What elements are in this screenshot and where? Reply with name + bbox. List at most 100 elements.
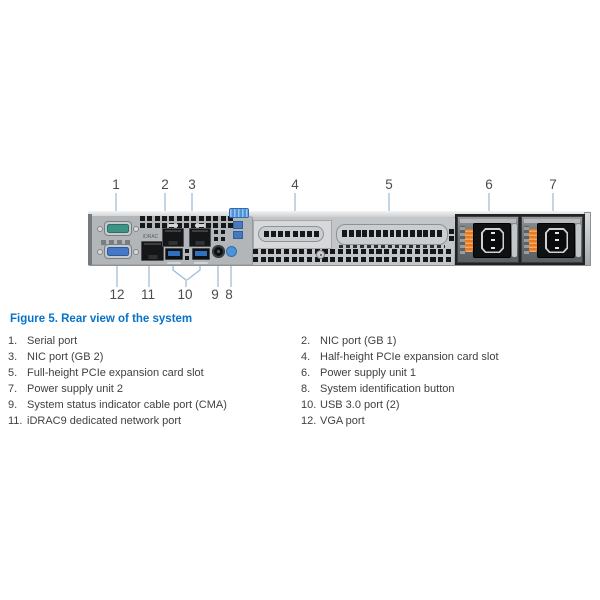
legend-label: VGA port xyxy=(320,415,365,427)
vent-grid xyxy=(185,249,189,260)
inlet-pin xyxy=(490,239,495,241)
vent-grid xyxy=(101,240,130,245)
legend-label: Power supply unit 1 xyxy=(320,367,416,379)
vent-dash-row xyxy=(339,245,445,248)
legend-num: 12. xyxy=(301,415,317,427)
callout-6: 6 xyxy=(485,177,493,192)
callout-9: 9 xyxy=(211,287,219,302)
power-inlet xyxy=(481,228,504,253)
legend-row: 1. Serial port xyxy=(8,333,298,349)
usb-label-mark xyxy=(167,262,181,264)
legend-label: USB 3.0 port (2) xyxy=(320,399,400,411)
usb-tongue xyxy=(195,251,207,256)
legend-label: iDRAC9 dedicated network port xyxy=(27,415,182,427)
riser-latch-tab xyxy=(233,231,243,239)
psu-top-strip xyxy=(460,219,516,223)
usb-tongue xyxy=(168,251,180,256)
screw-icon xyxy=(133,225,139,232)
status-indicator-port xyxy=(212,245,225,258)
inlet-pin xyxy=(490,247,495,249)
legend-row: 12.VGA port xyxy=(301,413,593,429)
psu-ridges xyxy=(524,226,529,254)
callout-7: 7 xyxy=(549,177,557,192)
legend-label: Serial port xyxy=(27,335,78,347)
screw-icon xyxy=(316,250,325,259)
legend-row: 8. System identification button xyxy=(301,381,593,397)
legend-num: 10. xyxy=(301,399,317,411)
callout-11: 11 xyxy=(140,287,156,302)
legend-label: Power supply unit 2 xyxy=(27,383,123,395)
legend-num: 9. xyxy=(8,399,18,411)
legend-label: NIC port (GB 2) xyxy=(27,351,104,363)
callout-3: 3 xyxy=(188,177,196,192)
idrac-port xyxy=(141,241,164,261)
legend-row: 9.System status indicator cable port (CM… xyxy=(8,397,298,413)
legend-label: Half-height PCIe expansion card slot xyxy=(320,351,499,363)
legend-num: 7. xyxy=(8,383,18,395)
inlet-pin xyxy=(554,239,559,241)
usb-label-mark xyxy=(194,262,208,264)
nic-port-2 xyxy=(162,228,184,247)
power-supply-unit-2 xyxy=(521,216,583,263)
riser-latch-tab xyxy=(233,221,243,229)
inlet-pin xyxy=(554,247,559,249)
psu-module xyxy=(473,223,511,258)
psu-top-strip xyxy=(524,219,580,223)
power-supply-unit-1 xyxy=(457,216,519,263)
inlet-pin xyxy=(554,232,559,234)
vga-port xyxy=(97,243,139,260)
callout-5: 5 xyxy=(385,177,393,192)
callout-8: 8 xyxy=(225,287,233,302)
callout-10: 10 xyxy=(177,287,193,302)
legend-label: NIC port (GB 1) xyxy=(320,335,397,347)
legend-left-column: 1. Serial port 3. NIC port (GB 2) 5.Full-h… xyxy=(8,333,298,429)
psu-release-latch xyxy=(529,229,537,252)
legend-row: 5.Full-height PCIe expansion card slot xyxy=(8,365,298,381)
screw-icon xyxy=(97,248,103,255)
pcie-slot-holes xyxy=(264,231,319,237)
legend-row: 3. NIC port (GB 2) xyxy=(8,349,298,365)
nic-label-mark xyxy=(168,224,178,227)
legend-row: 6. Power supply unit 1 xyxy=(301,365,593,381)
legend-num: 11. xyxy=(8,415,23,427)
callout-1: 1 xyxy=(112,177,120,192)
psu-module xyxy=(537,223,575,258)
legend-label: System identification button xyxy=(320,383,455,395)
psu-bay xyxy=(455,214,585,265)
legend-num: 6. xyxy=(301,367,311,379)
callout-4: 4 xyxy=(291,177,299,192)
callout-12: 12 xyxy=(109,287,125,302)
system-id-button xyxy=(226,246,237,257)
figure-caption: Figure 5. Rear view of the system xyxy=(10,313,193,325)
psu-release-latch xyxy=(465,229,473,252)
legend-num: 3. xyxy=(8,351,18,363)
psu-handle xyxy=(576,224,581,257)
legend-row: 7. Power supply unit 2 xyxy=(8,381,298,397)
legend-right-column: 2. NIC port (GB 1) 4.Half-height PCIe exp… xyxy=(301,333,593,429)
legend-row: 2. NIC port (GB 1) xyxy=(301,333,593,349)
psu-ridges xyxy=(460,226,465,254)
usb-port-2 xyxy=(192,248,210,260)
legend-row: 4.Half-height PCIe expansion card slot xyxy=(301,349,593,365)
chassis-left-edge xyxy=(88,214,92,265)
vent-grid xyxy=(214,230,225,241)
idrac-label: iDRAC xyxy=(143,234,159,240)
nic-port-1 xyxy=(189,228,211,247)
vent-grid xyxy=(253,249,451,262)
legend-num: 2. xyxy=(301,335,311,347)
legend-num: 8. xyxy=(301,383,311,395)
chassis-right-cap xyxy=(584,212,591,266)
psu-handle xyxy=(512,224,517,257)
serial-connector xyxy=(107,224,129,233)
legend-row: 10.USB 3.0 port (2) xyxy=(301,397,593,413)
vent-grid xyxy=(449,229,454,241)
legend-num: 1. xyxy=(8,335,18,347)
legend-label: Full-height PCIe expansion card slot xyxy=(27,367,204,379)
serial-port xyxy=(97,220,139,237)
usb-port-1 xyxy=(165,248,183,260)
riser-release-latch xyxy=(229,208,249,218)
inlet-pin xyxy=(490,232,495,234)
vent-grid xyxy=(140,216,233,228)
nic-label-mark xyxy=(195,224,205,227)
